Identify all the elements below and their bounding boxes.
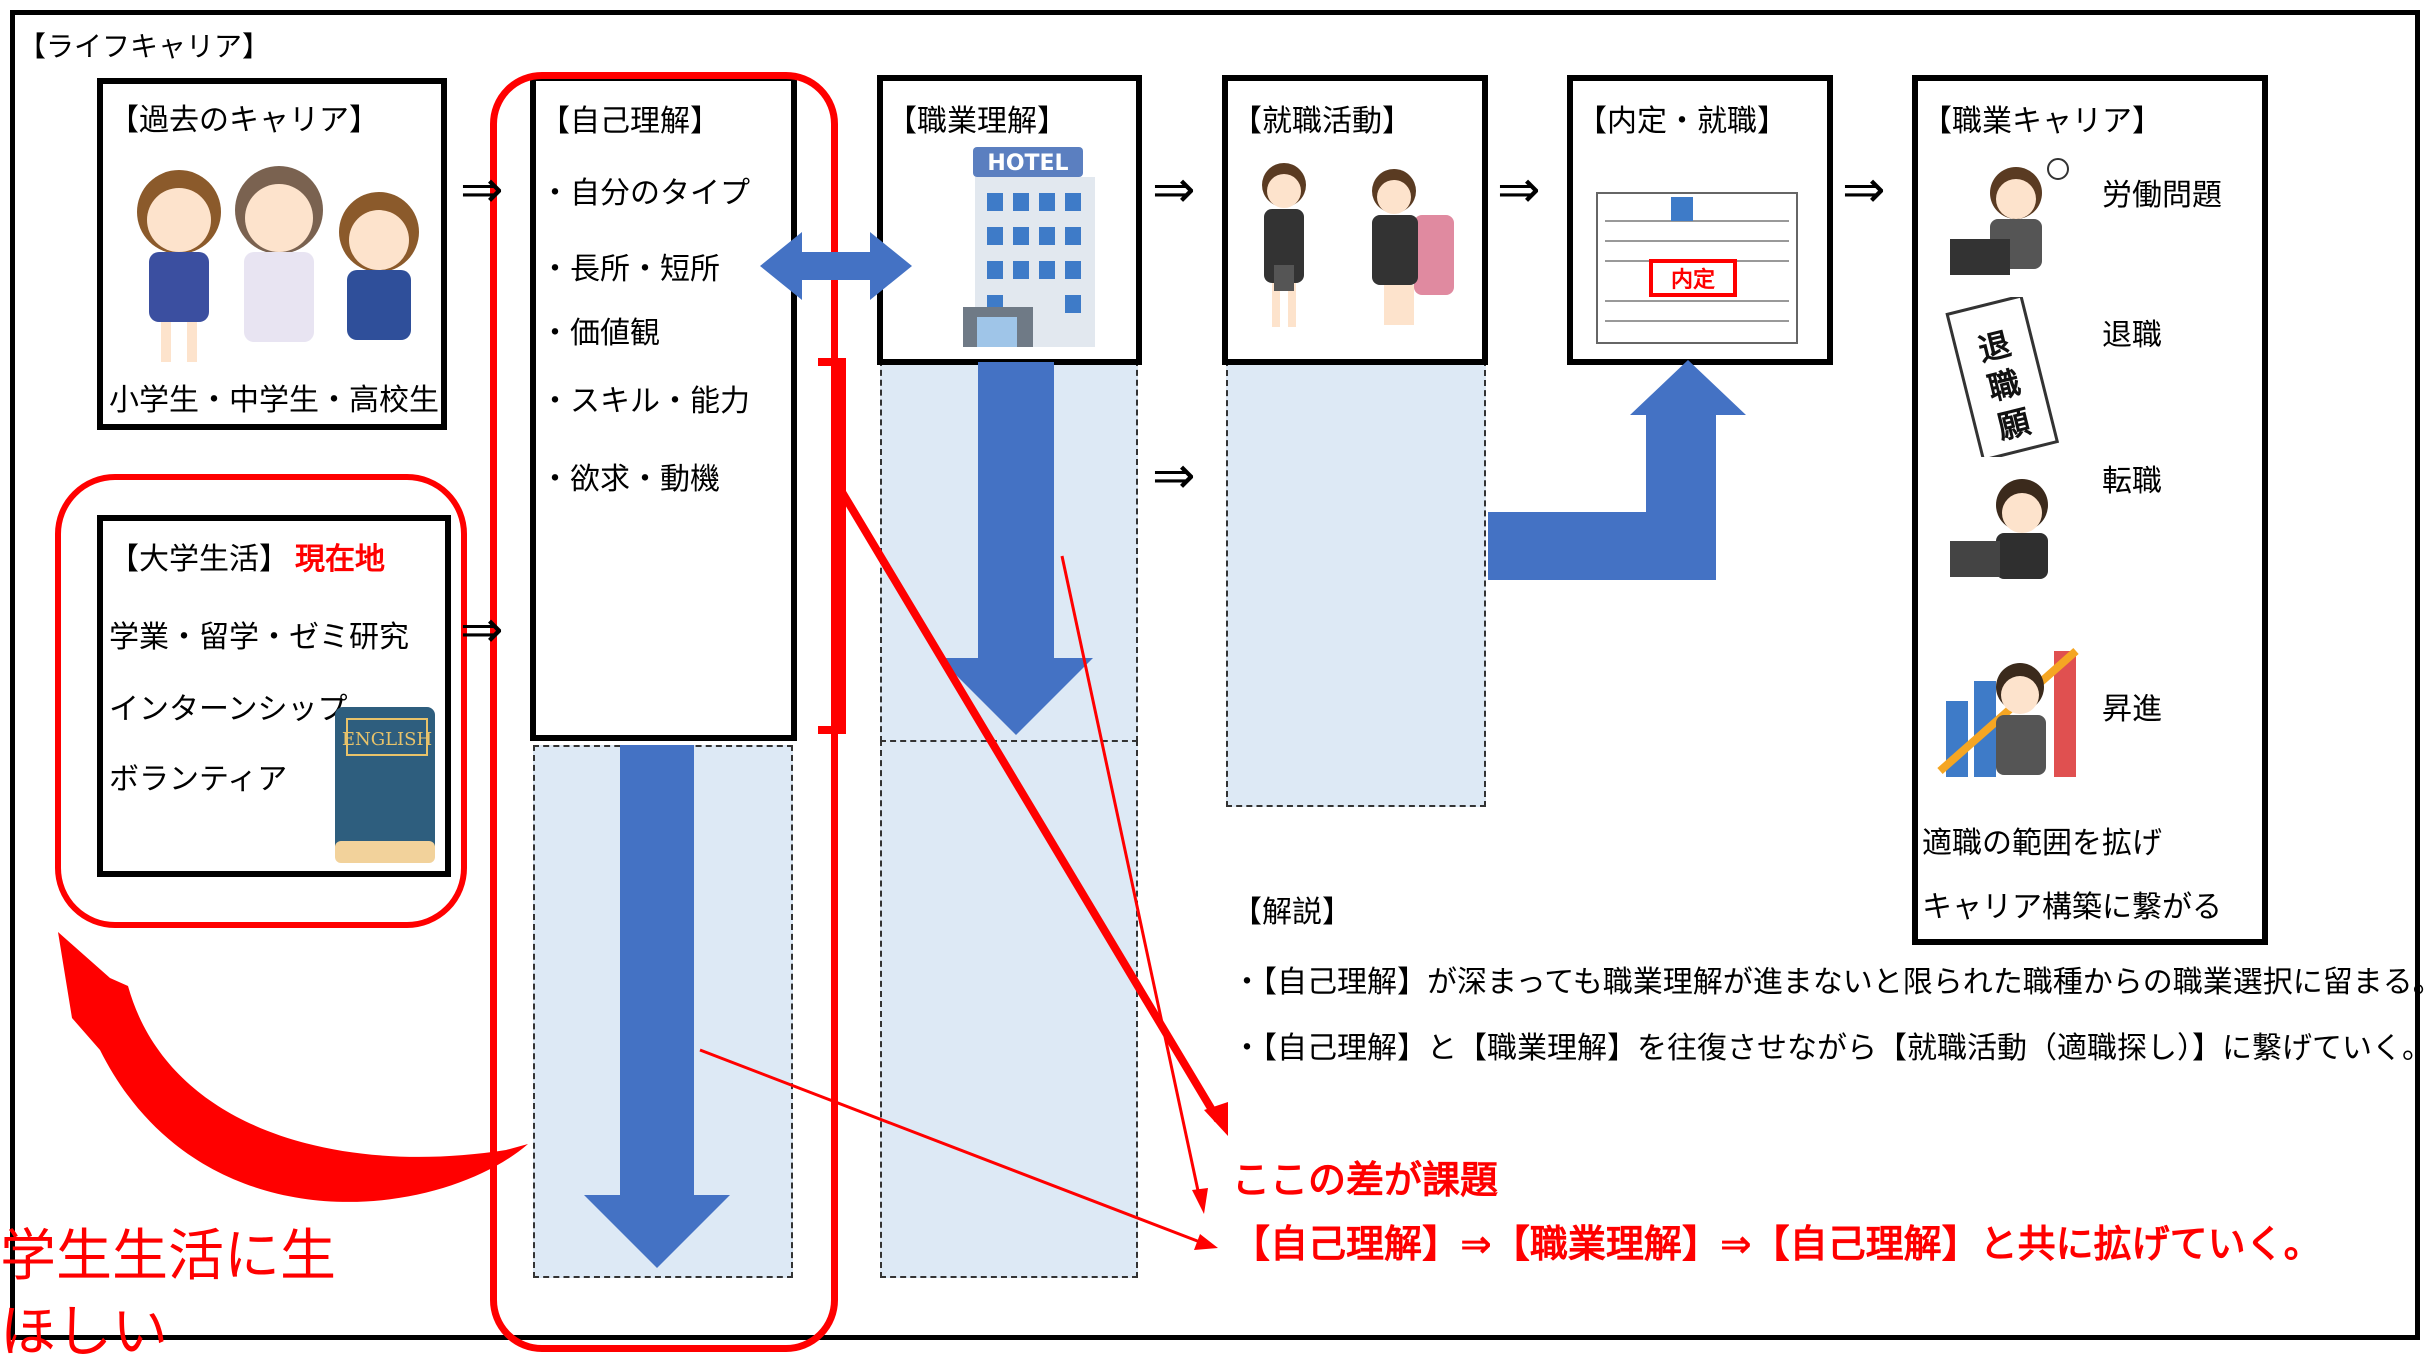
double-arrow (760, 232, 912, 300)
cut-text-line: ほしい (0, 1300, 168, 1365)
frame-title: 【ライフキャリア】 (18, 30, 271, 63)
hunting-shade-column (1226, 360, 1486, 807)
offer-box: 【内定・就職】 内定 (1567, 75, 1833, 365)
self-down-arrow (584, 745, 730, 1268)
hotel-sign-text: HOTEL (987, 151, 1068, 176)
explanation-line: ・【自己理解】と【職業理解】を往復させながら【就職活動（適職探し）】に繋げていく… (1232, 1031, 2431, 1066)
offer-up-arrow (1488, 360, 1746, 580)
career-item: 退職 (2102, 318, 2162, 353)
career-footer-line: キャリア構築に繋がる (1922, 890, 2222, 925)
past-career-box: 【過去のキャリア】 小学生・中学生・高校生 (97, 78, 447, 430)
promotion-illustration (1937, 648, 2079, 777)
career-box: 【職業キャリア】 労働問題 退 職 願 退職 転職 昇進 適職の範囲を拡げ キャ… (1912, 75, 2268, 945)
hotel-building-illustration: HOTEL (963, 147, 1095, 347)
university-box: 【大学生活】現在地 学業・留学・ゼミ研究 インターンシップ ボランティア ENG… (97, 515, 451, 877)
past-career-title: 【過去のキャリア】 (109, 103, 379, 138)
flow-arrow: ⇒ (460, 600, 504, 660)
self-item: ・長所・短所 (540, 252, 720, 287)
flow-arrow: ⇒ (460, 160, 504, 220)
past-career-caption: 小学生・中学生・高校生 (109, 383, 439, 418)
red-thick-line-head (1204, 1102, 1228, 1136)
career-item: 転職 (2102, 464, 2162, 499)
english-book-illustration: ENGLISH (335, 707, 435, 863)
career-footer-line: 適職の範囲を拡げ (1922, 826, 2162, 861)
red-thin-line-1-head (1192, 1188, 1208, 1214)
outer-frame (10, 10, 2420, 1340)
career-item: 昇進 (2102, 692, 2162, 727)
current-location-label: 現在地 (295, 542, 385, 577)
offer-stamp-text: 内定 (1671, 267, 1715, 293)
flow-arrow: ⇒ (1497, 160, 1541, 220)
self-item: ・スキル・能力 (540, 384, 750, 419)
cut-text-line: 学生生活に生 (0, 1224, 336, 1289)
flow-arrow: ⇒ (1152, 446, 1196, 506)
university-item: ボランティア (109, 762, 288, 797)
explanation-heading: 【解説】 (1232, 895, 1352, 930)
resignation-letter-illustration: 退 職 願 (1945, 297, 2060, 457)
students-illustration (137, 166, 419, 362)
explanation-line: ・【自己理解】が深まっても職業理解が進まないと限られた職種からの職業選択に留まる… (1232, 965, 2431, 1000)
red-thin-line-2-head (1194, 1234, 1218, 1250)
university-highlight (55, 474, 467, 928)
red-bracket (818, 358, 846, 734)
job-seekers-illustration (1262, 163, 1454, 327)
self-understanding-box: 【自己理解】 ・自分のタイプ ・長所・短所 ・価値観 ・スキル・能力 ・欲求・動… (530, 75, 797, 741)
red-thin-line-2 (699, 1048, 1201, 1244)
book-title-text: ENGLISH (342, 729, 432, 750)
self-item: ・欲求・動機 (540, 462, 720, 497)
red-thin-line-1 (1060, 555, 1202, 1201)
career-title: 【職業キャリア】 (1922, 104, 2162, 139)
university-item: インターンシップ (109, 692, 348, 727)
red-thick-line (838, 489, 1222, 1123)
university-title-label: 【大学生活】 (109, 542, 289, 577)
job-change-illustration (1950, 479, 2048, 579)
career-item: 労働問題 (2102, 178, 2222, 213)
job-understanding-box: 【職業理解】 HOTEL (877, 75, 1142, 365)
job-shade-lower (880, 740, 1138, 1278)
university-item: 学業・留学・ゼミ研究 (109, 620, 409, 655)
flow-arrow: ⇒ (1842, 160, 1886, 220)
red-curved-arrow (58, 932, 528, 1202)
flow-arrow: ⇒ (1152, 160, 1196, 220)
university-title: 【大学生活】現在地 (109, 543, 385, 576)
offer-title: 【内定・就職】 (1577, 104, 1787, 139)
job-down-arrow (939, 362, 1093, 735)
labor-issue-illustration (1950, 158, 2069, 275)
offer-document-illustration: 内定 (1596, 192, 1798, 344)
issue-heading: ここの差が課題 (1232, 1158, 1499, 1202)
self-item: ・価値観 (540, 316, 660, 351)
self-item: ・自分のタイプ (540, 176, 750, 211)
job-understanding-title: 【職業理解】 (887, 104, 1067, 139)
issue-line: 【自己理解】⇒【職業理解】⇒【自己理解】と共に拡げていく。 (1232, 1222, 2322, 1266)
self-understanding-title: 【自己理解】 (540, 104, 720, 139)
job-hunting-box: 【就職活動】 (1222, 75, 1488, 365)
job-hunting-title: 【就職活動】 (1232, 104, 1412, 139)
